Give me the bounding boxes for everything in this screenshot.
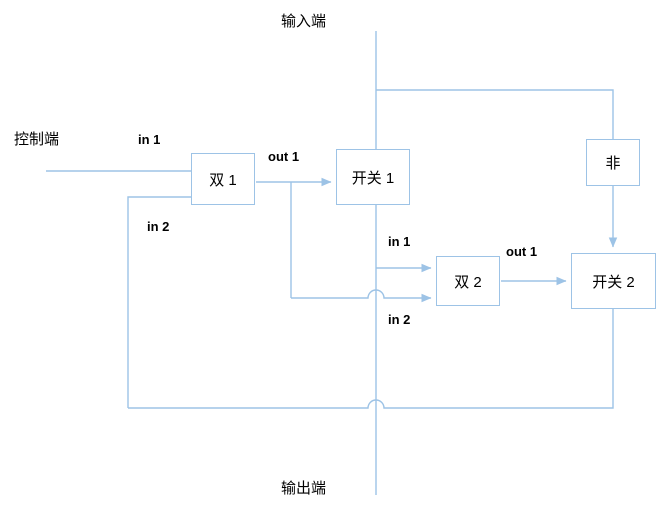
- label-dual1-in1: in 1: [138, 132, 161, 147]
- node-switch1: 开关 1: [336, 149, 410, 205]
- label-control-terminal: 控制端: [14, 131, 60, 148]
- node-dual2-label: 双 2: [454, 273, 482, 291]
- node-switch2: 开关 2: [571, 253, 656, 309]
- node-switch1-label: 开关 1: [351, 169, 395, 187]
- node-dual2: 双 2: [436, 256, 500, 306]
- label-dual1-in2: in 2: [147, 219, 170, 234]
- wire-to-dual2-in2: [291, 289, 432, 303]
- node-switch2-label: 开关 2: [592, 273, 635, 291]
- label-dual1-out1: out 1: [268, 149, 300, 164]
- node-not-gate-label: 非: [605, 155, 621, 172]
- label-output-terminal: 输出端: [281, 480, 327, 497]
- wire-feedback-left: [127, 196, 191, 408]
- node-not-gate: 非: [586, 139, 640, 186]
- wire-input-branch-to-not: [376, 89, 614, 139]
- label-input-terminal: 输入端: [281, 13, 327, 30]
- label-dual2-in2: in 2: [388, 312, 411, 327]
- node-dual1: 双 1: [191, 153, 255, 205]
- label-dual2-out1: out 1: [506, 244, 538, 259]
- node-dual1-label: 双 1: [209, 171, 237, 189]
- wire-bottom-feedback: [128, 309, 614, 409]
- label-dual2-in1: in 1: [388, 234, 411, 249]
